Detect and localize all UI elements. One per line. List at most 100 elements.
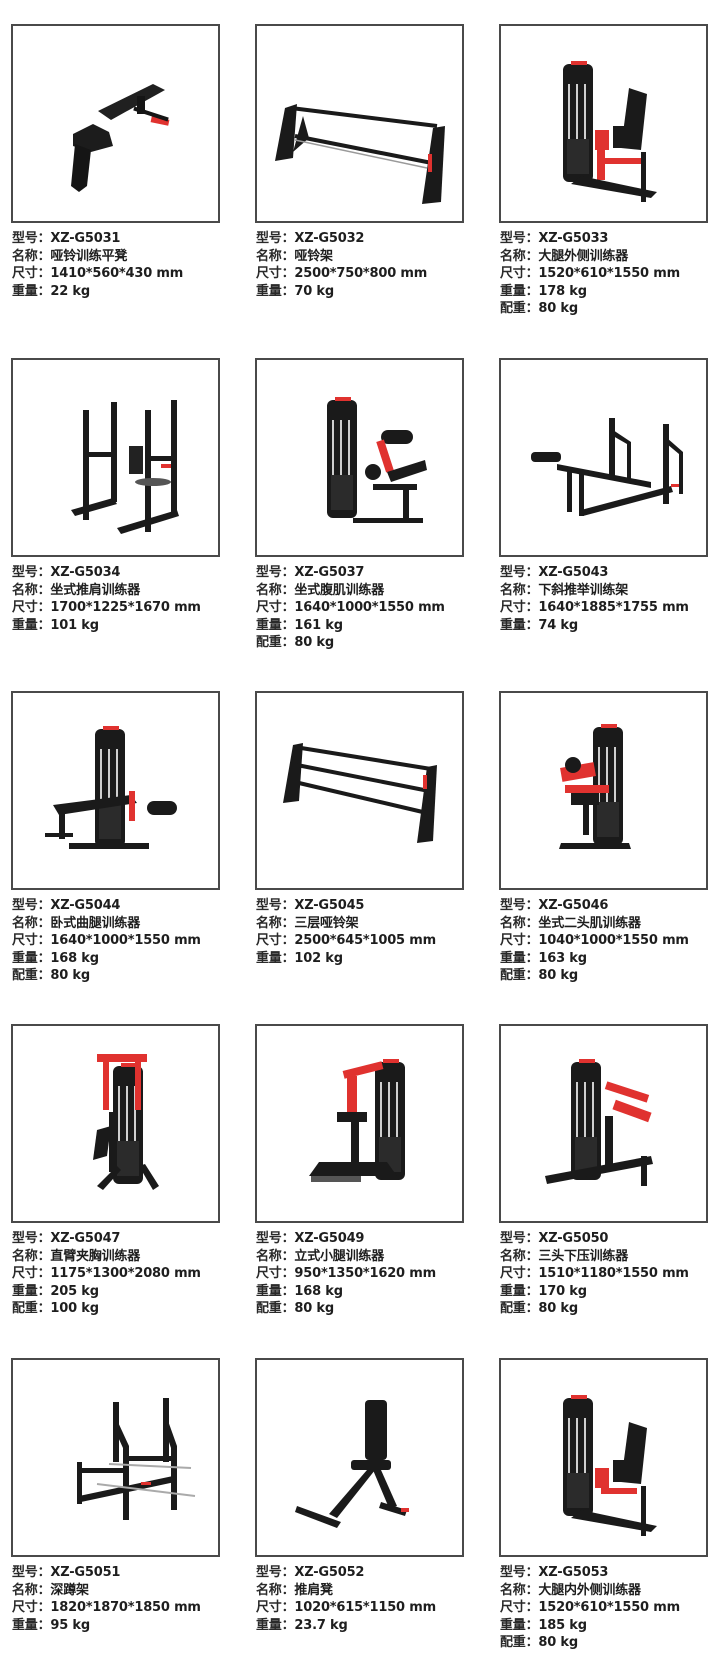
spec-size: 尺寸：2500*750*800 mm [256,265,486,283]
biceps-curl-icon [559,724,631,849]
spec-name: 名称：立式小腿训练器 [256,1248,486,1266]
spec-label: 名称： [12,1582,51,1598]
spec-counterweight: 配重：80 kg [500,1300,720,1318]
spec-label: 型号： [12,565,51,580]
spec-label: 名称： [500,915,539,931]
spec-label: 配重： [256,635,295,651]
model-value: XZ-G5044 [50,898,121,913]
spec-label: 重量： [500,1283,539,1299]
spec-label: 型号： [500,565,539,580]
size-value: 1700*1225*1670 mm [50,600,201,616]
spec-label: 配重： [500,301,539,317]
spec-label: 尺寸： [256,266,295,282]
spec-size: 尺寸：1640*1000*1550 mm [12,932,242,950]
name-value: 坐式推肩训练器 [50,582,141,598]
calf-raise-icon [309,1059,405,1182]
spec-weight: 重量：178 kg [500,283,720,301]
product-specs: 型号：XZ-G5033 名称：大腿外侧训练器 尺寸：1520*610*1550 … [500,230,720,318]
spec-size: 尺寸：1640*1885*1755 mm [500,599,720,617]
spec-label: 尺寸： [500,933,539,949]
spec-label: 配重： [12,1301,51,1317]
spec-label: 名称： [256,248,295,264]
spec-name: 名称：坐式腹肌训练器 [256,582,486,600]
spec-counterweight: 配重：80 kg [500,300,720,318]
spec-counterweight: 配重：80 kg [256,634,486,652]
spec-weight: 重量：168 kg [256,1283,486,1301]
name-value: 哑铃训练平凳 [50,248,128,264]
product-specs: 型号：XZ-G5034 名称：坐式推肩训练器 尺寸：1700*1225*1670… [12,564,242,634]
product-image-frame [499,358,708,557]
spec-weight: 重量：101 kg [12,617,242,635]
spec-weight: 重量：170 kg [500,1283,720,1301]
spec-name: 名称：哑铃训练平凳 [12,248,242,266]
product-specs: 型号：XZ-G5044 名称：卧式曲腿训练器 尺寸：1640*1000*1550… [12,897,242,985]
spec-model: 型号：XZ-G5043 [500,564,720,582]
product-specs: 型号：XZ-G5051 名称：深蹲架 尺寸：1820*1870*1850 mm … [12,1564,242,1634]
spec-size: 尺寸：1510*1180*1550 mm [500,1265,720,1283]
model-value: XZ-G5043 [538,565,609,580]
model-value: XZ-G5053 [538,1565,609,1580]
spec-label: 重量： [500,1617,539,1633]
spec-label: 名称： [12,582,51,598]
spec-model: 型号：XZ-G5046 [500,897,720,915]
spec-size: 尺寸：950*1350*1620 mm [256,1265,486,1283]
spec-label: 型号： [256,565,295,580]
model-value: XZ-G5031 [50,231,121,246]
spec-weight: 重量：74 kg [500,617,720,635]
spec-label: 型号： [500,1231,539,1246]
spec-label: 重量： [12,283,51,299]
spec-label: 尺寸： [12,1266,51,1282]
spec-label: 名称： [256,1582,295,1598]
spec-label: 型号： [500,1565,539,1580]
counterweight-value: 80 kg [538,1301,578,1317]
spec-label: 重量： [500,617,539,633]
shoulder-press-bench-icon [71,400,179,534]
size-value: 1175*1300*2080 mm [50,1266,201,1282]
product-specs: 型号：XZ-G5043 名称：下斜推举训练架 尺寸：1640*1885*1755… [500,564,720,634]
product-image-frame [499,1358,708,1557]
model-value: XZ-G5045 [294,898,365,913]
product-image-frame [11,691,220,890]
product-image-frame [255,358,464,557]
model-value: XZ-G5050 [538,1231,609,1246]
size-value: 1820*1870*1850 mm [50,1600,201,1616]
size-value: 1520*610*1550 mm [538,266,680,282]
three-tier-dumbbell-rack-icon [283,743,437,843]
spec-label: 名称： [500,582,539,598]
spec-model: 型号：XZ-G5044 [12,897,242,915]
product-image-frame [255,1358,464,1557]
spec-model: 型号：XZ-G5052 [256,1564,486,1582]
spec-name: 名称：大腿外侧训练器 [500,248,720,266]
product-image-frame [11,24,220,223]
name-value: 直臂夹胸训练器 [50,1248,141,1264]
spec-label: 重量： [12,1283,51,1299]
spec-model: 型号：XZ-G5053 [500,1564,720,1582]
product-specs: 型号：XZ-G5053 名称：大腿内外侧训练器 尺寸：1520*610*1550… [500,1564,720,1652]
spec-label: 重量： [256,1283,295,1299]
counterweight-value: 80 kg [294,635,334,651]
size-value: 1410*560*430 mm [50,266,184,282]
spec-name: 名称：深蹲架 [12,1582,242,1600]
size-value: 1520*610*1550 mm [538,1600,680,1616]
utility-bench-icon [295,1400,409,1528]
product-specs: 型号：XZ-G5052 名称：推肩凳 尺寸：1020*615*1150 mm 重… [256,1564,486,1634]
spec-label: 配重： [500,1635,539,1651]
spec-label: 配重： [12,968,51,984]
name-value: 哑铃架 [294,248,333,264]
name-value: 立式小腿训练器 [294,1248,385,1264]
product-image-frame [11,1358,220,1557]
spec-model: 型号：XZ-G5037 [256,564,486,582]
weight-value: 102 kg [294,950,343,966]
model-value: XZ-G5046 [538,898,609,913]
spec-label: 重量： [256,950,295,966]
weight-value: 23.7 kg [294,1617,348,1633]
weight-value: 185 kg [538,1617,587,1633]
product-image-frame [499,1024,708,1223]
size-value: 2500*645*1005 mm [294,933,436,949]
spec-counterweight: 配重：80 kg [500,967,720,985]
spec-name: 名称：大腿内外侧训练器 [500,1582,720,1600]
spec-counterweight: 配重：80 kg [500,1634,720,1652]
spec-name: 名称：推肩凳 [256,1582,486,1600]
spec-name: 名称：三头下压训练器 [500,1248,720,1266]
spec-label: 名称： [12,248,51,264]
